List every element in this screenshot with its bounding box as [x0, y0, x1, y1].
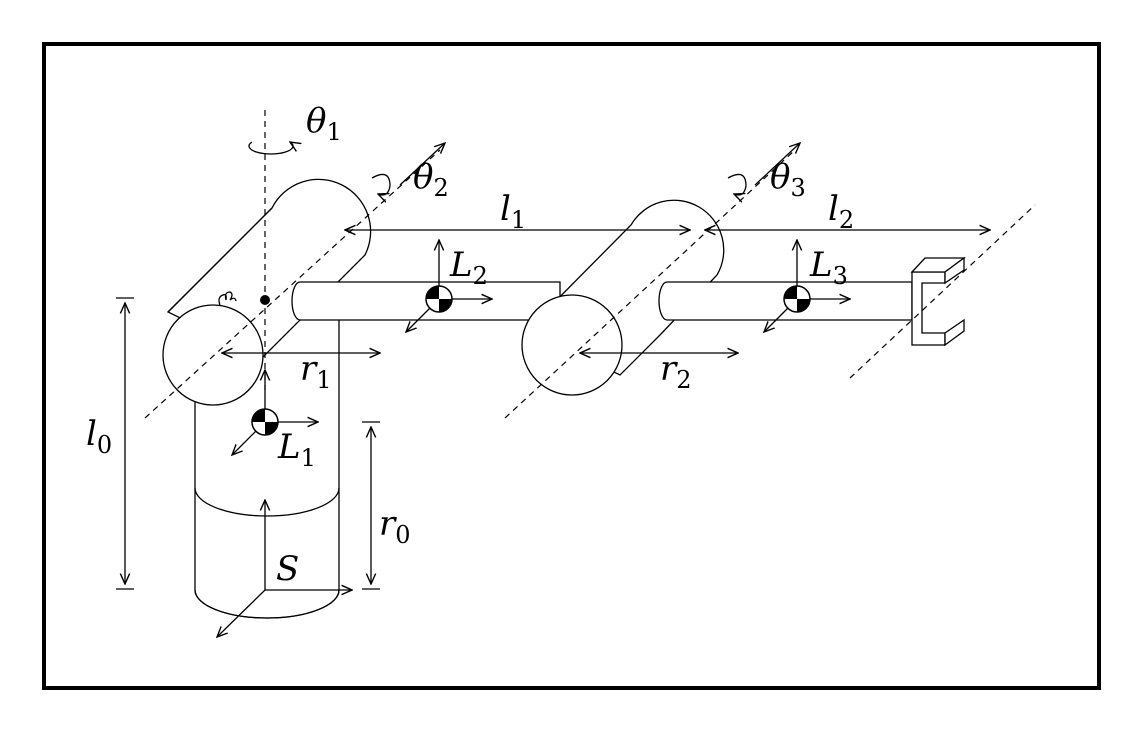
diagram-border	[42, 42, 1101, 690]
com-L2	[406, 240, 492, 332]
theta1-rotation-arrow	[248, 142, 293, 155]
label-r1: r1	[300, 349, 332, 394]
label-theta1: θ1	[306, 101, 342, 146]
label-S: S	[276, 549, 299, 589]
gripper	[910, 256, 966, 347]
base-frame-S	[217, 500, 352, 637]
theta3-rotation-arrow	[727, 173, 747, 195]
label-l2: l2	[828, 189, 854, 234]
elbow-joint-cylinder	[521, 199, 725, 396]
gripper-axis	[849, 204, 1036, 379]
shoulder-joint-cylinder	[162, 178, 372, 406]
label-l1: l1	[500, 189, 526, 234]
axis-point	[260, 295, 270, 305]
com-L3	[764, 240, 850, 332]
label-r2: r2	[660, 349, 692, 394]
label-theta2: θ2	[413, 157, 449, 202]
label-L1: L1	[277, 427, 316, 472]
label-l0: l0	[86, 414, 112, 459]
theta2-axis	[144, 149, 441, 419]
dim-l0	[116, 297, 134, 590]
label-r0: r0	[379, 504, 411, 549]
label-theta3: θ3	[770, 157, 806, 202]
label-L3: L3	[809, 245, 848, 290]
theta2-rotation-arrow	[371, 173, 391, 195]
dim-r0	[362, 421, 380, 590]
label-L2: L2	[449, 245, 488, 290]
com-L1	[232, 370, 318, 455]
